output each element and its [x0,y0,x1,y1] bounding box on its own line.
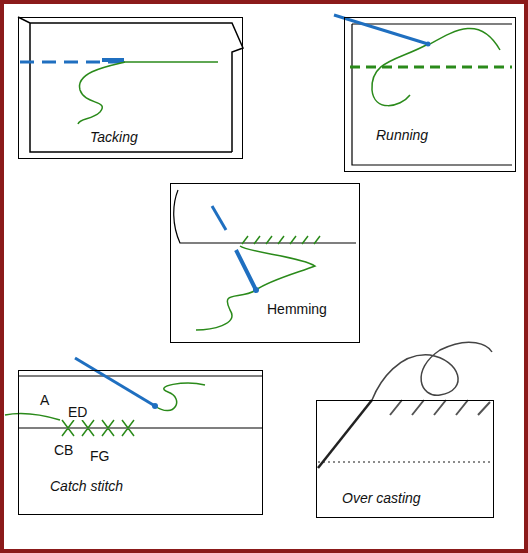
tacking-drawing [18,17,243,152]
stitch-name: Catch stitch [49,479,124,494]
point-letter: CB [53,443,74,458]
point-letter: ED [67,405,88,420]
stitch-panel: Tacking [18,17,243,159]
stitch-panel: Over casting [316,400,494,518]
stitch-name: Running [375,128,429,143]
stitch-name: Hemming [266,302,328,317]
point-letter: A [39,393,50,408]
stitch-panel: Running [344,17,516,172]
hemming-drawing [174,190,356,330]
running-drawing [334,15,512,165]
stitch-panel: A ED CB FG Catch stitch [18,370,263,515]
stitch-name: Tacking [89,130,139,145]
stitch-panel: Hemming [170,183,360,343]
stitch-name: Over casting [341,491,422,506]
over-casting-drawing [318,342,492,468]
point-letter: FG [89,449,110,464]
